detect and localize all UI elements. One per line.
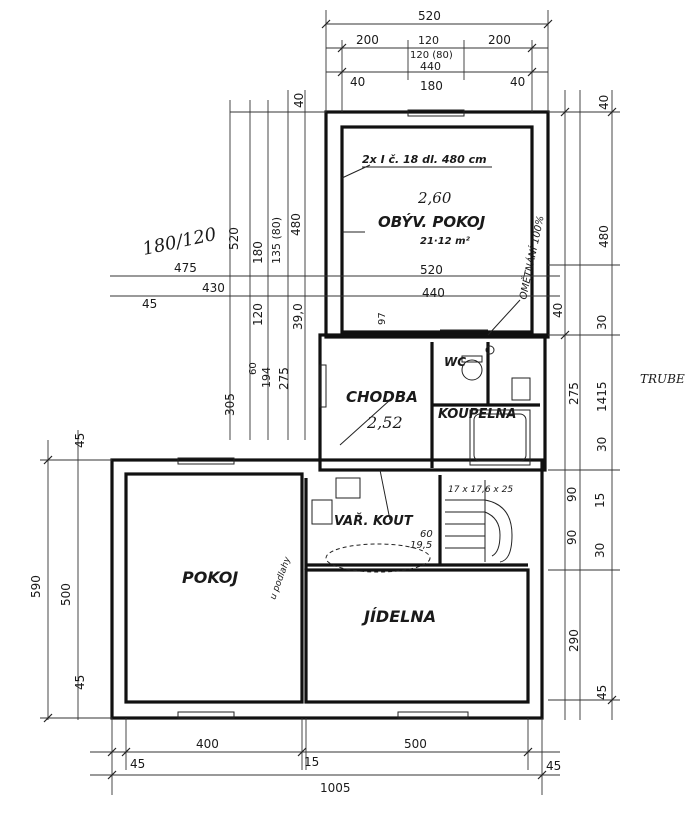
room-label-hall: CHODBA: [346, 388, 418, 406]
dim-left-180: 180: [251, 241, 265, 264]
dim-h-520: 520: [420, 263, 443, 277]
note-small-60: 60: [420, 529, 433, 540]
dim-top-40a: 40: [350, 75, 365, 89]
dim-left-40: 40: [292, 93, 306, 108]
dim-h-45: 45: [142, 297, 157, 311]
walls: [110, 110, 550, 720]
dim-r-30b: 30: [595, 437, 609, 452]
room-label-kitchenette: VAŘ. KOUT: [334, 513, 414, 529]
dim-v-194: 194: [260, 367, 273, 388]
dim-v-120: 120: [251, 303, 265, 326]
dim-top-200b: 200: [488, 33, 511, 47]
note-stairs-width: 19,5: [410, 540, 432, 551]
dim-top-440: 440: [420, 60, 441, 73]
room-label-wc: WC: [444, 355, 466, 369]
dim-top-total: 520: [418, 9, 441, 23]
dim-h-430: 430: [202, 281, 225, 295]
dim-top-200a: 200: [356, 33, 379, 47]
dim-r-40: 40: [597, 95, 611, 110]
dim-v-97: 97: [377, 312, 388, 325]
dim-left-45: 45: [73, 433, 87, 448]
dim-left-135: 135 (80): [270, 217, 283, 264]
note-hall-height: 2,52: [366, 413, 403, 432]
dim-v-60: 60: [248, 362, 259, 375]
dim-r-275: 275: [567, 382, 581, 405]
note-stairs: 17 x 17,6 x 25: [448, 485, 513, 495]
room-label-living: OBÝV. POKOJ: [378, 212, 486, 231]
dim-v-305: 305: [223, 393, 237, 416]
windows: [177, 109, 469, 719]
dim-h-440: 440: [422, 286, 445, 300]
dim-r-15: 15: [593, 493, 607, 508]
note-living-area: 21·12 m²: [420, 236, 471, 247]
dimension-lines: [40, 10, 620, 795]
note-room: u podlahy: [268, 555, 293, 601]
note-beams: 2x I č. 18 dl. 480 cm: [362, 153, 487, 166]
dim-b-400: 400: [196, 737, 219, 751]
dim-left-500: 500: [59, 583, 73, 606]
fixtures: [311, 164, 531, 573]
dim-r-1415: 1415: [595, 381, 609, 412]
dim-r-45: 45: [595, 685, 609, 700]
note-living-height: 2,60: [417, 189, 452, 207]
dim-top-40b: 40: [510, 75, 525, 89]
dim-h-475: 475: [174, 261, 197, 275]
dim-b-total: 1005: [320, 781, 351, 795]
dim-h-40r: 40: [551, 303, 565, 318]
dim-r-90b: 90: [565, 530, 579, 545]
room-label-room: POKOJ: [182, 568, 238, 587]
dim-left-520: 520: [227, 227, 241, 250]
dim-left-45b: 45: [73, 675, 87, 690]
dim-r-30c: 30: [593, 543, 607, 558]
note-window: 180/120: [141, 224, 219, 260]
dim-v-275: 275: [277, 367, 291, 390]
dim-r-30a: 30: [595, 315, 609, 330]
room-labels: OBÝV. POKOJ CHODBA WC KOUPELNA VAŘ. KOUT…: [182, 212, 516, 626]
dim-top-180: 180: [420, 79, 443, 93]
room-label-bathroom: KOUPELNA: [438, 407, 516, 422]
dim-r-90a: 90: [565, 487, 579, 502]
dim-left-590: 590: [29, 575, 43, 598]
dimension-texts: 520 200 120 200 120 (80) 440 40 180 40 5…: [29, 9, 611, 795]
dim-left-480: 480: [289, 213, 303, 236]
dimension-ticks: [43, 19, 617, 780]
dim-r-480: 480: [597, 225, 611, 248]
dim-v-390: 39,0: [291, 303, 305, 330]
dim-top-12080: 120 (80): [410, 50, 453, 61]
dim-r-290: 290: [567, 629, 581, 652]
room-label-dining: JÍDELNA: [361, 607, 436, 626]
dim-b-45: 45: [130, 757, 145, 771]
dim-b-500: 500: [404, 737, 427, 751]
dim-b-45r: 45: [546, 759, 561, 773]
dim-b-15: 15: [304, 755, 319, 769]
note-trube: TRUBE: [640, 372, 685, 386]
dim-top-120: 120: [418, 34, 439, 47]
